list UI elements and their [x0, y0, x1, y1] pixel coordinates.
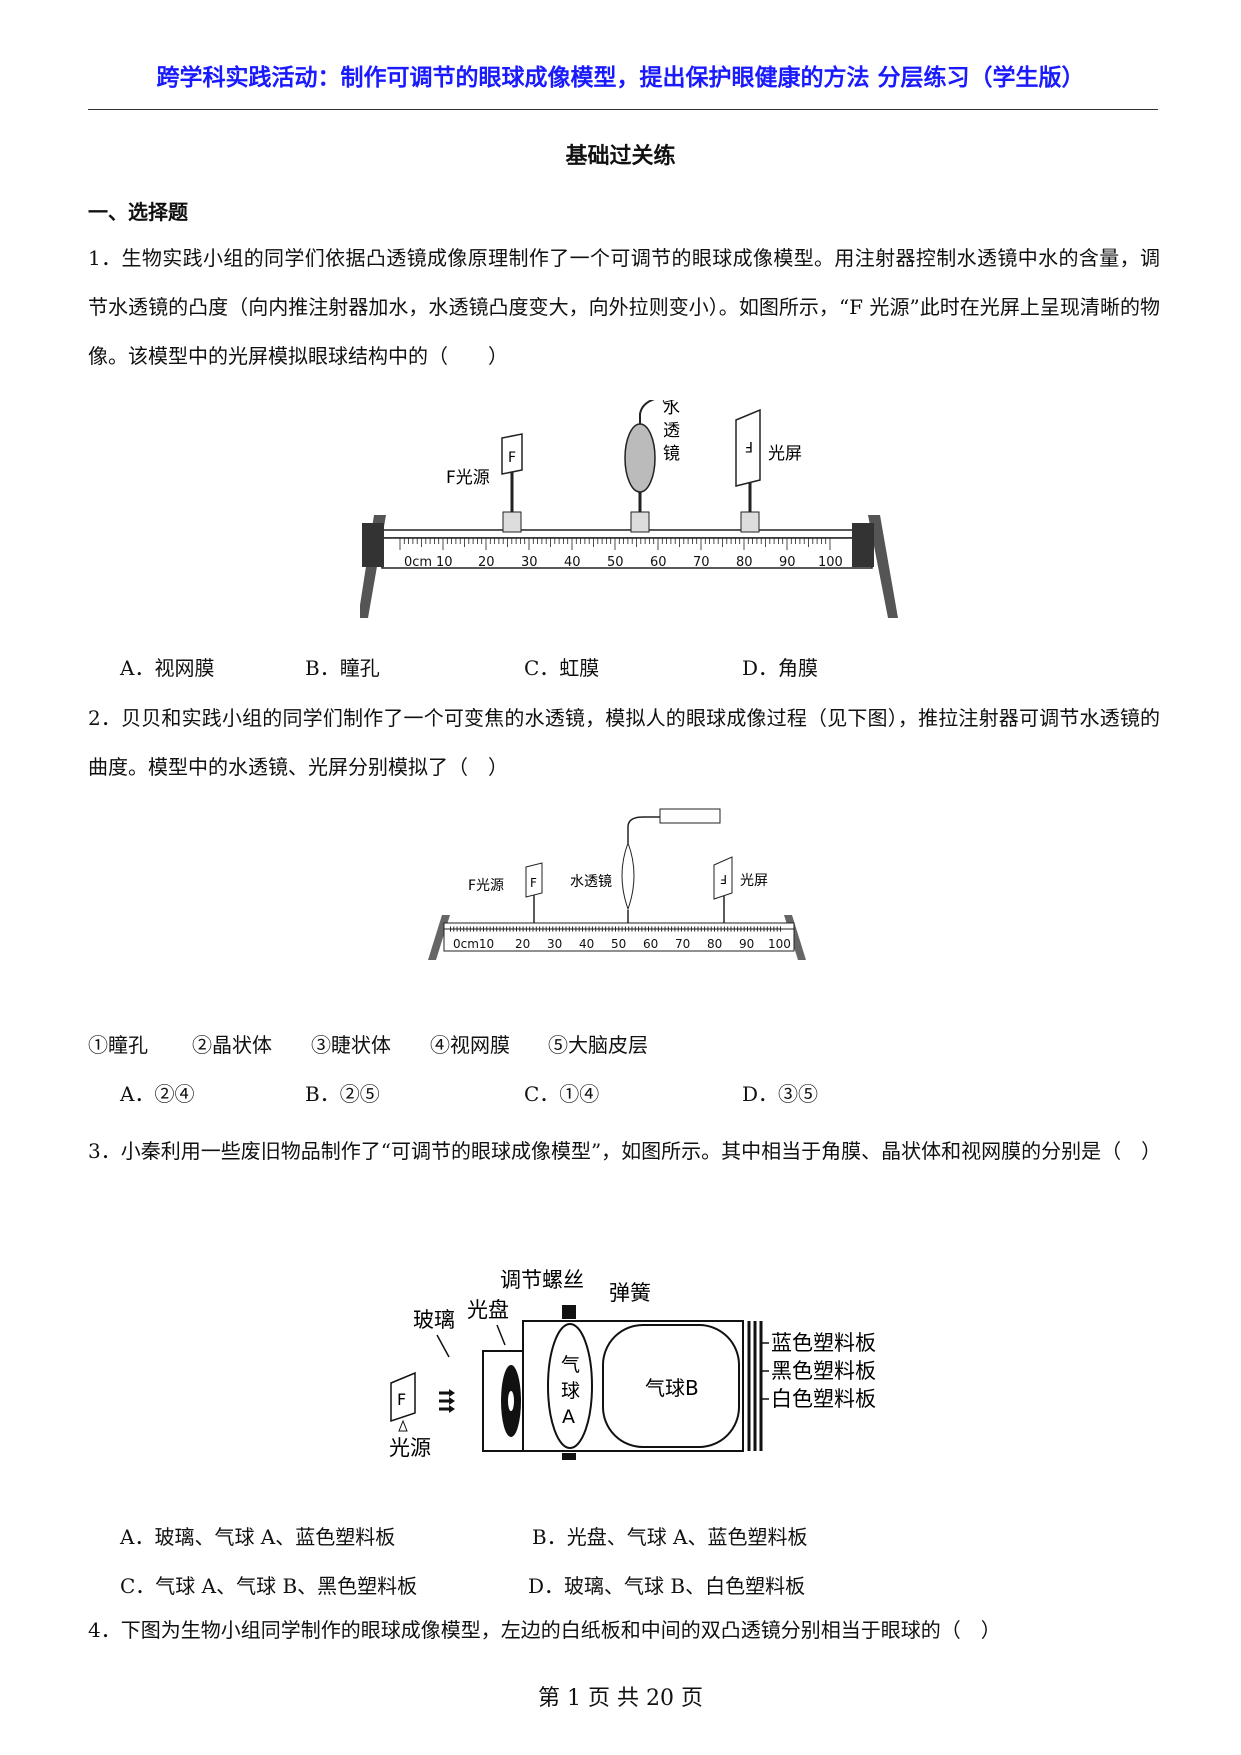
- svg-text:A: A: [562, 1406, 575, 1428]
- f-light-plate: [501, 433, 523, 475]
- svg-text:20: 20: [515, 937, 530, 951]
- disc-label: 光盘: [467, 1298, 509, 1322]
- question-3-text: 3．小秦利用一些废旧物品制作了“可调节的眼球成像模型”，如图所示。其中相当于角膜…: [88, 1139, 1162, 1163]
- ruler-label-100: 100: [818, 555, 843, 570]
- svg-text:80: 80: [707, 937, 722, 951]
- light-source-plate: [390, 1371, 416, 1423]
- q3-option-d[interactable]: D．玻璃、气球 B、白色塑料板: [528, 1574, 806, 1598]
- water-lens: [624, 423, 656, 493]
- ruler-label-30: 30: [521, 555, 538, 570]
- svg-text:50: 50: [611, 937, 626, 951]
- svg-text:F: F: [397, 1390, 406, 1409]
- ruler-label-0: 0cm: [404, 555, 432, 570]
- svg-text:30: 30: [547, 937, 562, 951]
- svg-text:F: F: [530, 876, 537, 890]
- light-source-label-2: F光源: [468, 878, 504, 894]
- q3-option-c[interactable]: C．气球 A、气球 B、黑色塑料板: [120, 1574, 418, 1598]
- right-end-block: [852, 523, 874, 567]
- q2-item-4: ④视网膜: [430, 1033, 510, 1057]
- page-footer: 第 1 页 共 20 页: [538, 1686, 703, 1711]
- water-lens-2: [621, 841, 635, 911]
- svg-text:F: F: [720, 872, 727, 886]
- glass-label: 玻璃: [413, 1308, 455, 1332]
- screen-label: 光屏: [768, 444, 802, 464]
- q1-option-a[interactable]: A．视网膜: [120, 656, 215, 680]
- lens-label-2: 透: [663, 421, 680, 441]
- svg-text:气: 气: [561, 1354, 580, 1376]
- black-plate-label: 黑色塑料板: [771, 1359, 876, 1383]
- left-end-block: [362, 523, 384, 567]
- adjust-screw-bottom: [562, 1453, 576, 1460]
- ruler-label-90: 90: [779, 555, 796, 570]
- white-plate-label: 白色塑料板: [771, 1387, 876, 1411]
- q2-item-2: ②晶状体: [192, 1033, 272, 1057]
- q2-item-3: ③睫状体: [311, 1033, 391, 1057]
- light-screen: [735, 408, 761, 487]
- balloon-b-label: 气球B: [645, 1376, 699, 1400]
- svg-text:70: 70: [675, 937, 690, 951]
- header-divider: [88, 109, 1158, 110]
- ruler-label-10: 10: [436, 555, 453, 570]
- ruler-label-20: 20: [478, 555, 495, 570]
- lens-label-1: 水: [663, 400, 680, 418]
- document-header-title: 跨学科实践活动：制作可调节的眼球成像模型，提出保护眼健康的方法 分层练习（学生版…: [156, 65, 1085, 91]
- f-letter: F: [508, 450, 516, 466]
- syringe-2: [659, 808, 721, 824]
- light-source-label: F光源: [446, 468, 490, 488]
- q2-option-a[interactable]: A．②④: [120, 1082, 195, 1106]
- ruler2-label-0: 0cm10: [453, 937, 494, 951]
- adjust-screw-top: [562, 1305, 576, 1319]
- balloon-b: [602, 1324, 740, 1448]
- question-1-text: 1．生物实践小组的同学们依据凸透镜成像原理制作了一个可调节的眼球成像模型。用注射…: [88, 246, 1160, 368]
- ruler-label-60: 60: [650, 555, 667, 570]
- subsection-title: 一、选择题: [88, 200, 188, 224]
- q2-item-5: ⑤大脑皮层: [548, 1033, 648, 1057]
- svg-text:90: 90: [739, 937, 754, 951]
- q3-option-b[interactable]: B．光盘、气球 A、蓝色塑料板: [532, 1525, 808, 1549]
- ruler-label-70: 70: [693, 555, 710, 570]
- spring-label: 弹簧: [609, 1281, 651, 1305]
- f-image: F: [745, 438, 753, 454]
- right-leg: [868, 515, 898, 618]
- screw-label: 调节螺丝: [500, 1268, 584, 1292]
- q1-option-c[interactable]: C．虹膜: [524, 656, 600, 680]
- q2-option-b[interactable]: B．②⑤: [305, 1082, 380, 1106]
- svg-text:40: 40: [579, 937, 594, 951]
- q3-option-a[interactable]: A．玻璃、气球 A、蓝色塑料板: [120, 1525, 396, 1549]
- q2-option-c[interactable]: C．①④: [524, 1082, 600, 1106]
- balloon-a: [547, 1323, 593, 1449]
- question-3-figure: 调节螺丝 弹簧 玻璃 光盘 气 球 A 气球B 蓝色塑料板 黑色塑料板 白色塑料…: [389, 1268, 876, 1460]
- svg-text:60: 60: [643, 937, 658, 951]
- lens-label-2: 水透镜: [570, 874, 612, 890]
- svg-text:100: 100: [768, 937, 791, 951]
- ruler-label-50: 50: [607, 555, 624, 570]
- light-source-label-3: 光源: [389, 1436, 431, 1460]
- q1-option-b[interactable]: B．瞳孔: [305, 656, 380, 680]
- svg-text:球: 球: [561, 1380, 580, 1402]
- q2-option-d[interactable]: D．③⑤: [742, 1082, 819, 1106]
- blue-plate-label: 蓝色塑料板: [771, 1331, 876, 1355]
- q2-item-1: ①瞳孔: [88, 1033, 148, 1057]
- q1-option-d[interactable]: D．角膜: [742, 656, 819, 680]
- question-1-figure: 0cm 10 20 30 40 50 60 70 80 90 100 F F光源…: [360, 400, 898, 618]
- lens-label-3: 镜: [663, 444, 680, 464]
- section-title: 基础过关练: [565, 143, 676, 169]
- screen-label-2: 光屏: [740, 873, 768, 889]
- ruler-label-40: 40: [564, 555, 581, 570]
- question-2-figure: 0cm10 20 30 40 50 60 70 80 90 100 F F光源 …: [428, 808, 806, 960]
- ruler-label-80: 80: [736, 555, 753, 570]
- question-4-text: 4．下图为生物小组同学制作的眼球成像模型，左边的白纸板和中间的双凸透镜分别相当于…: [88, 1618, 1001, 1642]
- question-2-text: 2．贝贝和实践小组的同学们制作了一个可变焦的水透镜，模拟人的眼球成像过程（见下图…: [88, 706, 1160, 779]
